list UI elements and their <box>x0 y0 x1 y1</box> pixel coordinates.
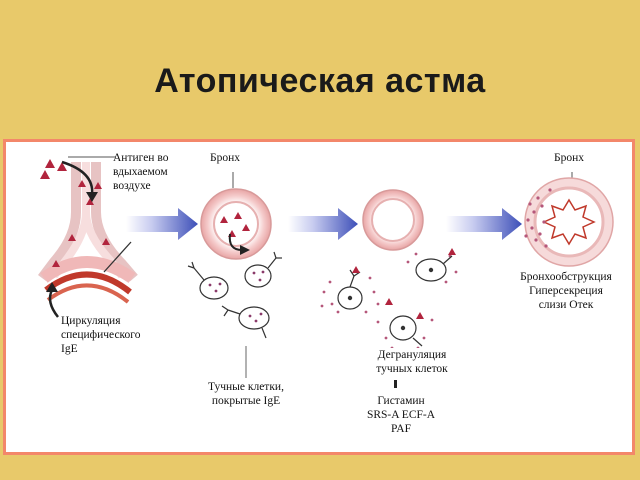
airway-tree <box>38 162 138 304</box>
label-outcome: Бронхообструкция Гиперсекреция слизи Оте… <box>508 270 624 312</box>
antigen-particles <box>40 159 110 267</box>
constricted-lumen <box>542 198 596 246</box>
label-degranulation: Дегрануляция тучных клеток <box>362 348 462 376</box>
arrow-2 <box>288 208 358 240</box>
mast-cells-degranulating <box>320 248 458 350</box>
slide-title: Атопическая астма <box>154 62 486 100</box>
label-mast-cells: Тучные клетки, покрытые IgE <box>196 380 296 408</box>
blood-vessel <box>44 271 132 295</box>
arrow-3 <box>446 208 522 240</box>
mast-cells-coated <box>187 251 282 339</box>
label-circulation: Циркуляция специфического IgE <box>61 314 171 356</box>
arrow-1 <box>126 208 198 240</box>
mucus-dots <box>524 188 552 248</box>
process-arrows <box>126 208 522 240</box>
asthma-diagram <box>38 156 614 388</box>
label-mediators: Гистамин SRS-A ECF-A PAF <box>356 394 446 436</box>
label-antigen: Антиген во вдыхаемом воздухе <box>113 152 169 192</box>
diagram-panel: Антиген во вдыхаемом воздухе Бронх Бронх… <box>3 139 635 455</box>
label-bronch-1: Бронх <box>210 152 241 164</box>
bronchus-constricted <box>524 172 614 267</box>
bronchus-cross-section-2 <box>362 189 424 251</box>
bronchus-cross-section-1 <box>200 172 272 260</box>
label-bronch-2: Бронх <box>554 152 585 164</box>
